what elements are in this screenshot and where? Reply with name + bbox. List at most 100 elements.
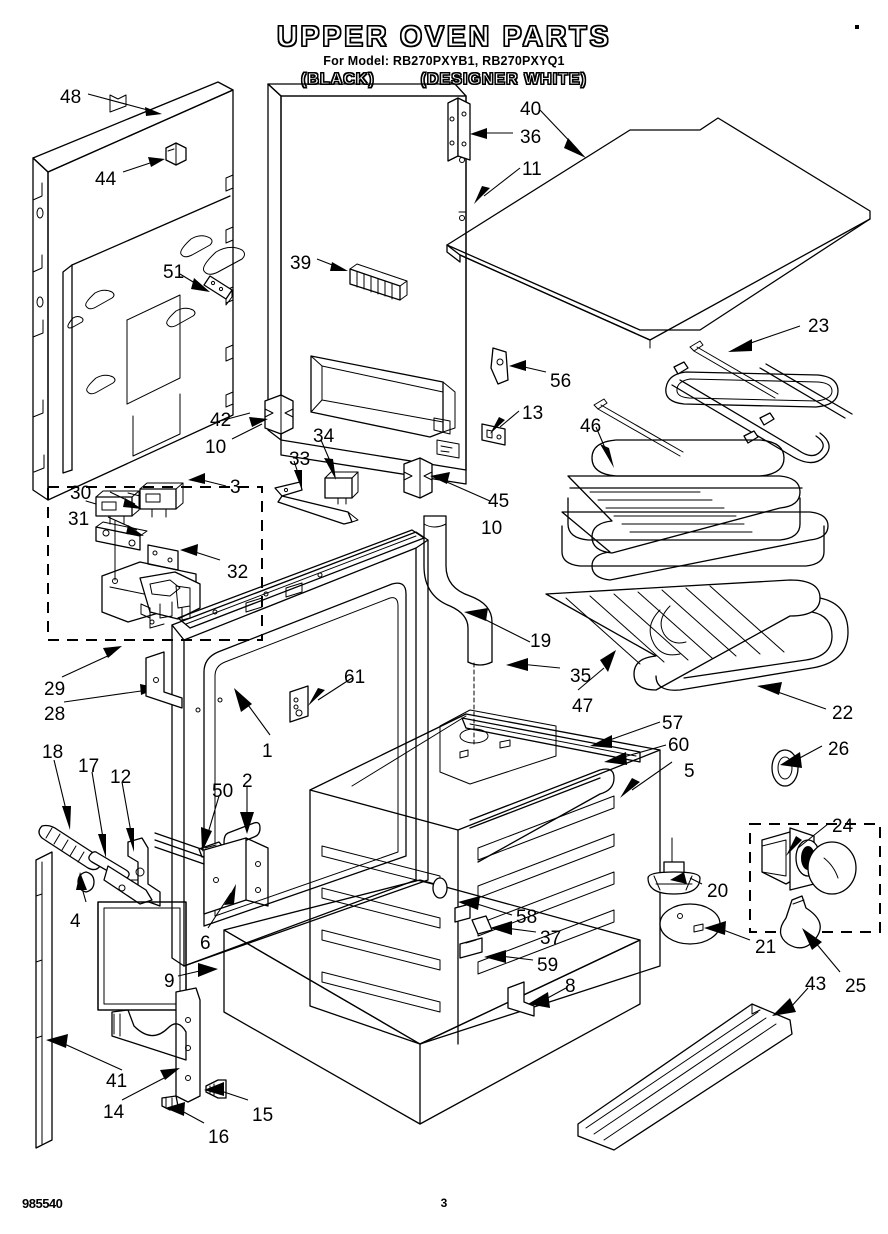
callout-20: 20: [707, 881, 729, 902]
callout-1: 1: [262, 741, 273, 762]
oven-cavity-art: [223, 515, 673, 1125]
callout-43: 43: [805, 974, 827, 995]
part-26-lens-gasket: [771, 749, 799, 787]
callout-40: 40: [520, 99, 542, 120]
part-6-bracket: [203, 837, 269, 915]
callout-25: 25: [845, 976, 867, 997]
callout-12: 12: [110, 767, 132, 788]
part-40-top-panel: [446, 117, 871, 349]
callout-11: 11: [522, 159, 542, 180]
part-41-side-trim: [35, 851, 53, 1149]
callout-19: 19: [530, 631, 552, 652]
callout-22: 22: [832, 703, 854, 724]
part-20-thermostat: [647, 837, 701, 895]
callout-42: 42: [210, 410, 232, 431]
callout-17: 17: [78, 756, 100, 777]
part-23-element: [665, 340, 853, 464]
left-side-panel-art: [32, 81, 245, 501]
callout-39: 39: [290, 253, 312, 274]
callout-10-left: 10: [205, 437, 227, 458]
callout-28: 28: [44, 704, 66, 725]
callout-60: 60: [668, 735, 690, 756]
callout-50: 50: [212, 781, 234, 802]
part-47-element: [469, 768, 615, 863]
footer-part-code: 985540: [22, 1196, 63, 1211]
callout-26: 26: [828, 739, 850, 760]
elements-and-racks-art: [545, 325, 853, 710]
part-44-bracket: [165, 142, 187, 166]
rear-panel-art: [215, 83, 871, 502]
callout-10-right: 10: [481, 518, 503, 539]
part-28-bracket: [145, 651, 183, 709]
callout-2: 2: [242, 771, 253, 792]
part-43-trim-rail: [577, 1003, 793, 1151]
part-58-plug: [432, 877, 448, 899]
lower-left-hardware: [35, 759, 249, 1149]
part-39-terminal-block: [349, 263, 408, 301]
callout-6: 6: [200, 933, 211, 954]
callout-58: 58: [516, 907, 538, 928]
part-36-corner-bracket: [447, 97, 471, 162]
callout-16: 16: [208, 1127, 230, 1148]
callout-5: 5: [684, 761, 695, 782]
callout-31: 31: [68, 509, 90, 530]
callout-37: 37: [540, 928, 562, 949]
right-hardware-art: [647, 745, 881, 1016]
footer-page-number: 3: [440, 1196, 448, 1210]
part-19-vent-tube: [423, 515, 493, 666]
part-13-latch-plate: [481, 423, 506, 446]
callout-48: 48: [60, 87, 82, 108]
callout-3: 3: [230, 477, 241, 498]
part-14-hinge: [111, 987, 201, 1103]
part-61-receptacle: [289, 685, 309, 723]
front-frame-art: [145, 529, 429, 967]
part-12-lever: [103, 837, 161, 907]
part-33-bracket: [274, 481, 303, 497]
callout-4: 4: [70, 911, 81, 932]
callout-44: 44: [95, 169, 117, 190]
callout-14: 14: [103, 1102, 125, 1123]
callout-36: 36: [520, 127, 542, 148]
part-51-bracket: [203, 275, 233, 306]
callout-29: 29: [44, 679, 66, 700]
part-24-lamp-socket-assembly: [749, 823, 881, 933]
part-34-block: [324, 471, 359, 505]
callout-46: 46: [580, 416, 602, 437]
callout-32: 32: [227, 562, 249, 583]
part-59-clip: [459, 937, 483, 959]
corner-speck: [855, 25, 859, 29]
part-32-plate: [147, 544, 179, 571]
callout-18: 18: [42, 742, 64, 763]
assembly-dashed-box: [47, 473, 263, 703]
part-22-broiler-rack: [545, 579, 849, 691]
callout-9: 9: [164, 971, 175, 992]
page-footer: 985540 3: [0, 1196, 888, 1222]
part-18-spring: [38, 824, 103, 871]
part-21-cover: [659, 903, 721, 945]
parts-33-34: [274, 439, 359, 525]
part-45-rack: [567, 475, 803, 554]
callout-57: 57: [662, 713, 684, 734]
callout-47: 47: [572, 696, 594, 717]
callout-13: 13: [522, 403, 544, 424]
part-10-clip-left: [264, 394, 294, 435]
callout-35: 35: [570, 666, 592, 687]
callout-8: 8: [565, 976, 576, 997]
part-56-hinge-receiver: [490, 347, 509, 385]
part-31-link: [95, 521, 148, 551]
callout-56: 56: [550, 371, 572, 392]
callout-59: 59: [537, 955, 559, 976]
callout-15: 15: [252, 1105, 274, 1126]
callout-51: 51: [163, 262, 185, 283]
part-10-clip-right: [403, 457, 433, 499]
callout-30: 30: [70, 483, 92, 504]
part-8-bracket: [507, 981, 535, 1017]
part-9-bottom-panel: [97, 901, 187, 1011]
callout-41: 41: [106, 1071, 128, 1092]
callout-34: 34: [313, 426, 335, 447]
part-45-pan-lip: [561, 511, 829, 581]
callout-23: 23: [808, 316, 830, 337]
latch-motor: [139, 571, 201, 629]
